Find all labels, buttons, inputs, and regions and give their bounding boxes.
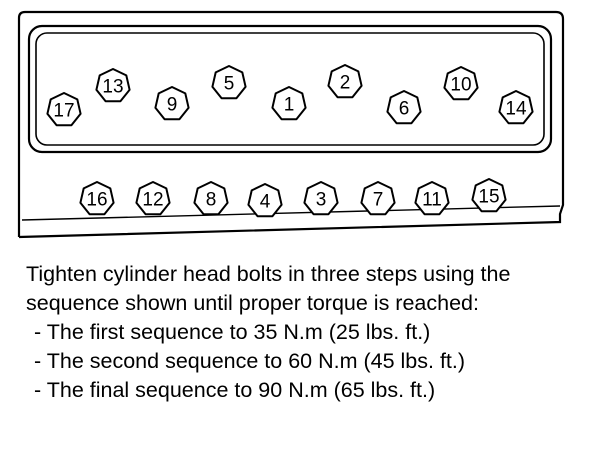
- bolt-upper-8: 10: [443, 66, 479, 101]
- bolt-lower-4: 4: [247, 183, 283, 218]
- bolt-sequence-number: 11: [422, 190, 442, 211]
- bolt-sequence-number: 15: [478, 187, 499, 208]
- bolt-sequence-number: 17: [53, 101, 74, 122]
- bolt-sequence-number: 9: [167, 95, 178, 116]
- bolt-head-icon: [79, 181, 115, 216]
- bolt-sequence-number: 1: [284, 95, 295, 116]
- bolt-sequence-number: 3: [316, 190, 327, 211]
- bolt-lower-3: 8: [193, 181, 229, 216]
- bolt-head-icon: [247, 183, 283, 218]
- bolt-head-icon: [386, 90, 422, 125]
- gasket-frame-outer: [27, 24, 553, 154]
- bolt-head-icon: [327, 64, 363, 99]
- bolt-lower-2: 12: [135, 181, 171, 216]
- cylinder-head-edge: [21, 205, 561, 221]
- torque-step-second: - The second sequence to 60 N.m (45 lbs.…: [34, 349, 466, 373]
- bolt-head-icon: [46, 92, 82, 127]
- bolt-sequence-number: 4: [260, 192, 271, 213]
- bolt-head-icon: [95, 68, 131, 103]
- bolt-head-icon: [271, 86, 307, 121]
- torque-instructions: Tighten cylinder head bolts in three ste…: [26, 260, 596, 405]
- bolt-sequence-number: 8: [206, 190, 217, 211]
- bolt-upper-5: 1: [271, 86, 307, 121]
- torque-step-first: - The first sequence to 35 N.m (25 lbs. …: [34, 320, 431, 344]
- bolt-lower-1: 16: [79, 181, 115, 216]
- bolt-upper-9: 14: [498, 90, 534, 125]
- bolt-upper-7: 6: [386, 90, 422, 125]
- bolt-sequence-number: 16: [86, 190, 107, 211]
- bolt-lower-8: 15: [471, 178, 507, 213]
- bolt-lower-5: 3: [303, 181, 339, 216]
- bolt-upper-3: 9: [154, 86, 190, 121]
- bolt-lower-7: 11: [414, 181, 450, 216]
- bolt-head-icon: [471, 178, 507, 213]
- bolt-upper-6: 2: [327, 64, 363, 99]
- cylinder-head-outline: [17, 10, 565, 239]
- gasket-frame-inner: [35, 32, 545, 146]
- bolt-head-icon: [135, 181, 171, 216]
- bolt-head-icon: [154, 86, 190, 121]
- bolt-upper-1: 17: [46, 92, 82, 127]
- bolt-sequence-number: 5: [224, 74, 235, 95]
- bolt-lower-6: 7: [360, 181, 396, 216]
- bolt-head-icon: [193, 181, 229, 216]
- bolt-upper-4: 5: [211, 65, 247, 100]
- bolt-sequence-number: 12: [142, 190, 163, 211]
- bolt-head-icon: [443, 66, 479, 101]
- torque-step-final: - The final sequence to 90 N.m (65 lbs. …: [34, 378, 436, 402]
- bolt-sequence-number: 13: [102, 77, 123, 98]
- bolt-sequence-number: 2: [340, 73, 351, 94]
- bolt-head-icon: [414, 181, 450, 216]
- bolt-sequence-number: 7: [373, 190, 384, 211]
- bolt-sequence-number: 14: [505, 99, 527, 120]
- bolt-head-icon: [211, 65, 247, 100]
- bolt-sequence-number: 10: [450, 75, 471, 96]
- bolt-head-icon: [498, 90, 534, 125]
- bolt-head-icon: [303, 181, 339, 216]
- bolt-upper-2: 13: [95, 68, 131, 103]
- torque-steps-list: - The first sequence to 35 N.m (25 lbs. …: [26, 318, 596, 405]
- instructions-intro: Tighten cylinder head bolts in three ste…: [26, 262, 511, 315]
- bolt-sequence-number: 6: [399, 99, 410, 120]
- bolt-head-icon: [360, 181, 396, 216]
